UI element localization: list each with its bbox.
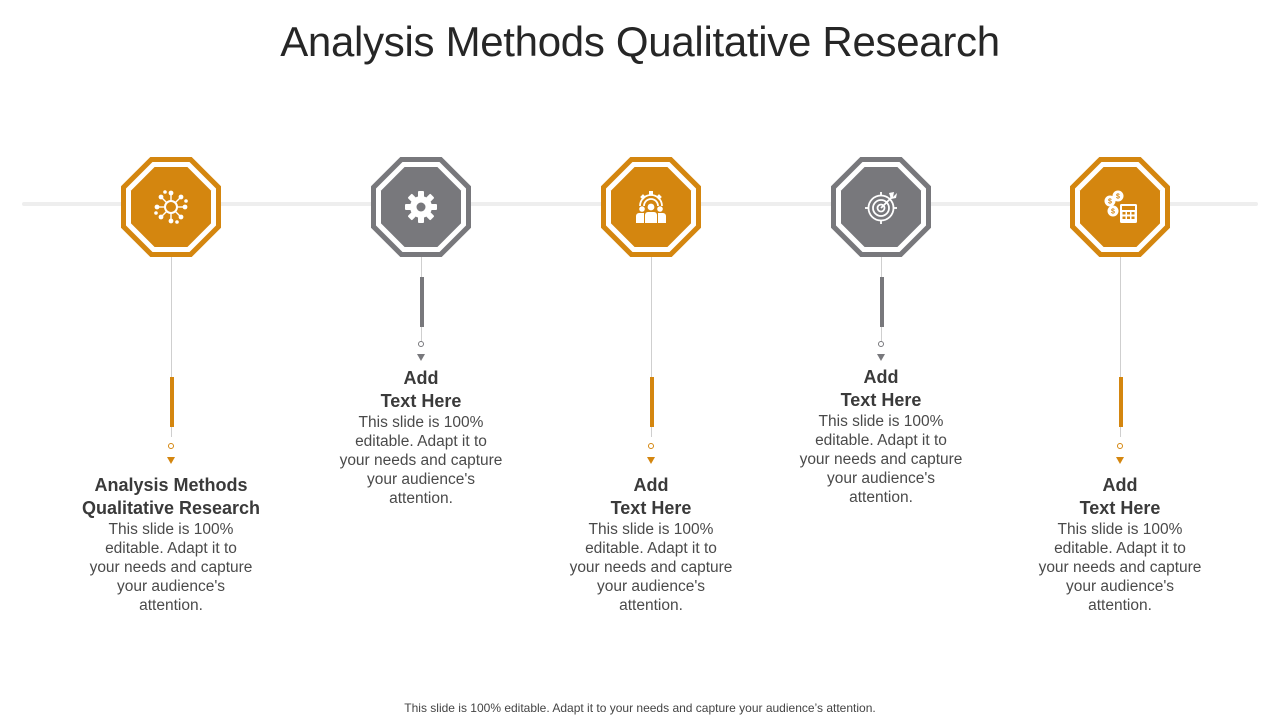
text-block: Add Text Here This slide is 100% editabl… [311,367,531,508]
item-heading-line2: Text Here [610,498,692,518]
svg-text:$: $ [1116,194,1120,201]
item-heading-line2: Text Here [380,391,462,411]
arrow-down-icon [1116,457,1124,464]
item-heading-line2: Text Here [1079,498,1161,518]
item-description: This slide is 100% editable. Adapt it to… [89,521,253,614]
connector-bar [1119,377,1123,427]
item-heading-line1: Analysis Methods [94,475,248,495]
slide-title: Analysis Methods Qualitative Research [280,18,1000,65]
arrow-down-icon [417,354,425,361]
connector-bar [880,277,884,327]
coins-calculator-icon: $ $ $ [1104,190,1137,223]
connector-dot [418,341,424,347]
network-virus-icon [154,190,188,224]
text-block: Add Text Here This slide is 100% editabl… [541,474,761,615]
connector-line [651,257,652,437]
octagon-badge [371,157,471,257]
connector-bar [420,277,424,327]
text-block: Add Text Here This slide is 100% editabl… [771,366,991,507]
connector-dot [1117,443,1123,449]
octagon-badge [831,157,931,257]
item-heading-line1: Add [403,368,439,388]
text-block: Analysis Methods Qualitative Research Th… [61,474,281,615]
gear-icon [405,191,437,223]
connector-dot [168,443,174,449]
connector-bar [650,377,654,427]
connector-line [171,257,172,437]
item-heading-line1: Add [1102,475,1138,495]
item-description: This slide is 100% editable. Adapt it to… [569,521,733,614]
target-arrow-icon [865,192,897,224]
connector-line [1120,257,1121,437]
item-description: This slide is 100% editable. Adapt it to… [339,414,503,507]
arrow-down-icon [877,354,885,361]
arrow-down-icon [167,457,175,464]
connector-dot [648,443,654,449]
svg-text:$: $ [1111,209,1115,216]
octagon-badge [121,157,221,257]
arrow-down-icon [647,457,655,464]
item-description: This slide is 100% editable. Adapt it to… [1038,521,1202,614]
footer-note: This slide is 100% editable. Adapt it to… [404,701,876,715]
octagon-badge [601,157,701,257]
octagon-badge: $ $ $ [1070,157,1170,257]
item-heading-line1: Add [863,367,899,387]
item-description: This slide is 100% editable. Adapt it to… [799,413,963,506]
item-heading-line1: Add [633,475,669,495]
connector-bar [170,377,174,427]
text-block: Add Text Here This slide is 100% editabl… [1010,474,1230,615]
svg-text:$: $ [1108,199,1112,206]
connector-dot [878,341,884,347]
item-heading-line2: Qualitative Research [81,498,261,518]
item-heading-line2: Text Here [840,390,922,410]
team-gear-icon [636,191,666,223]
